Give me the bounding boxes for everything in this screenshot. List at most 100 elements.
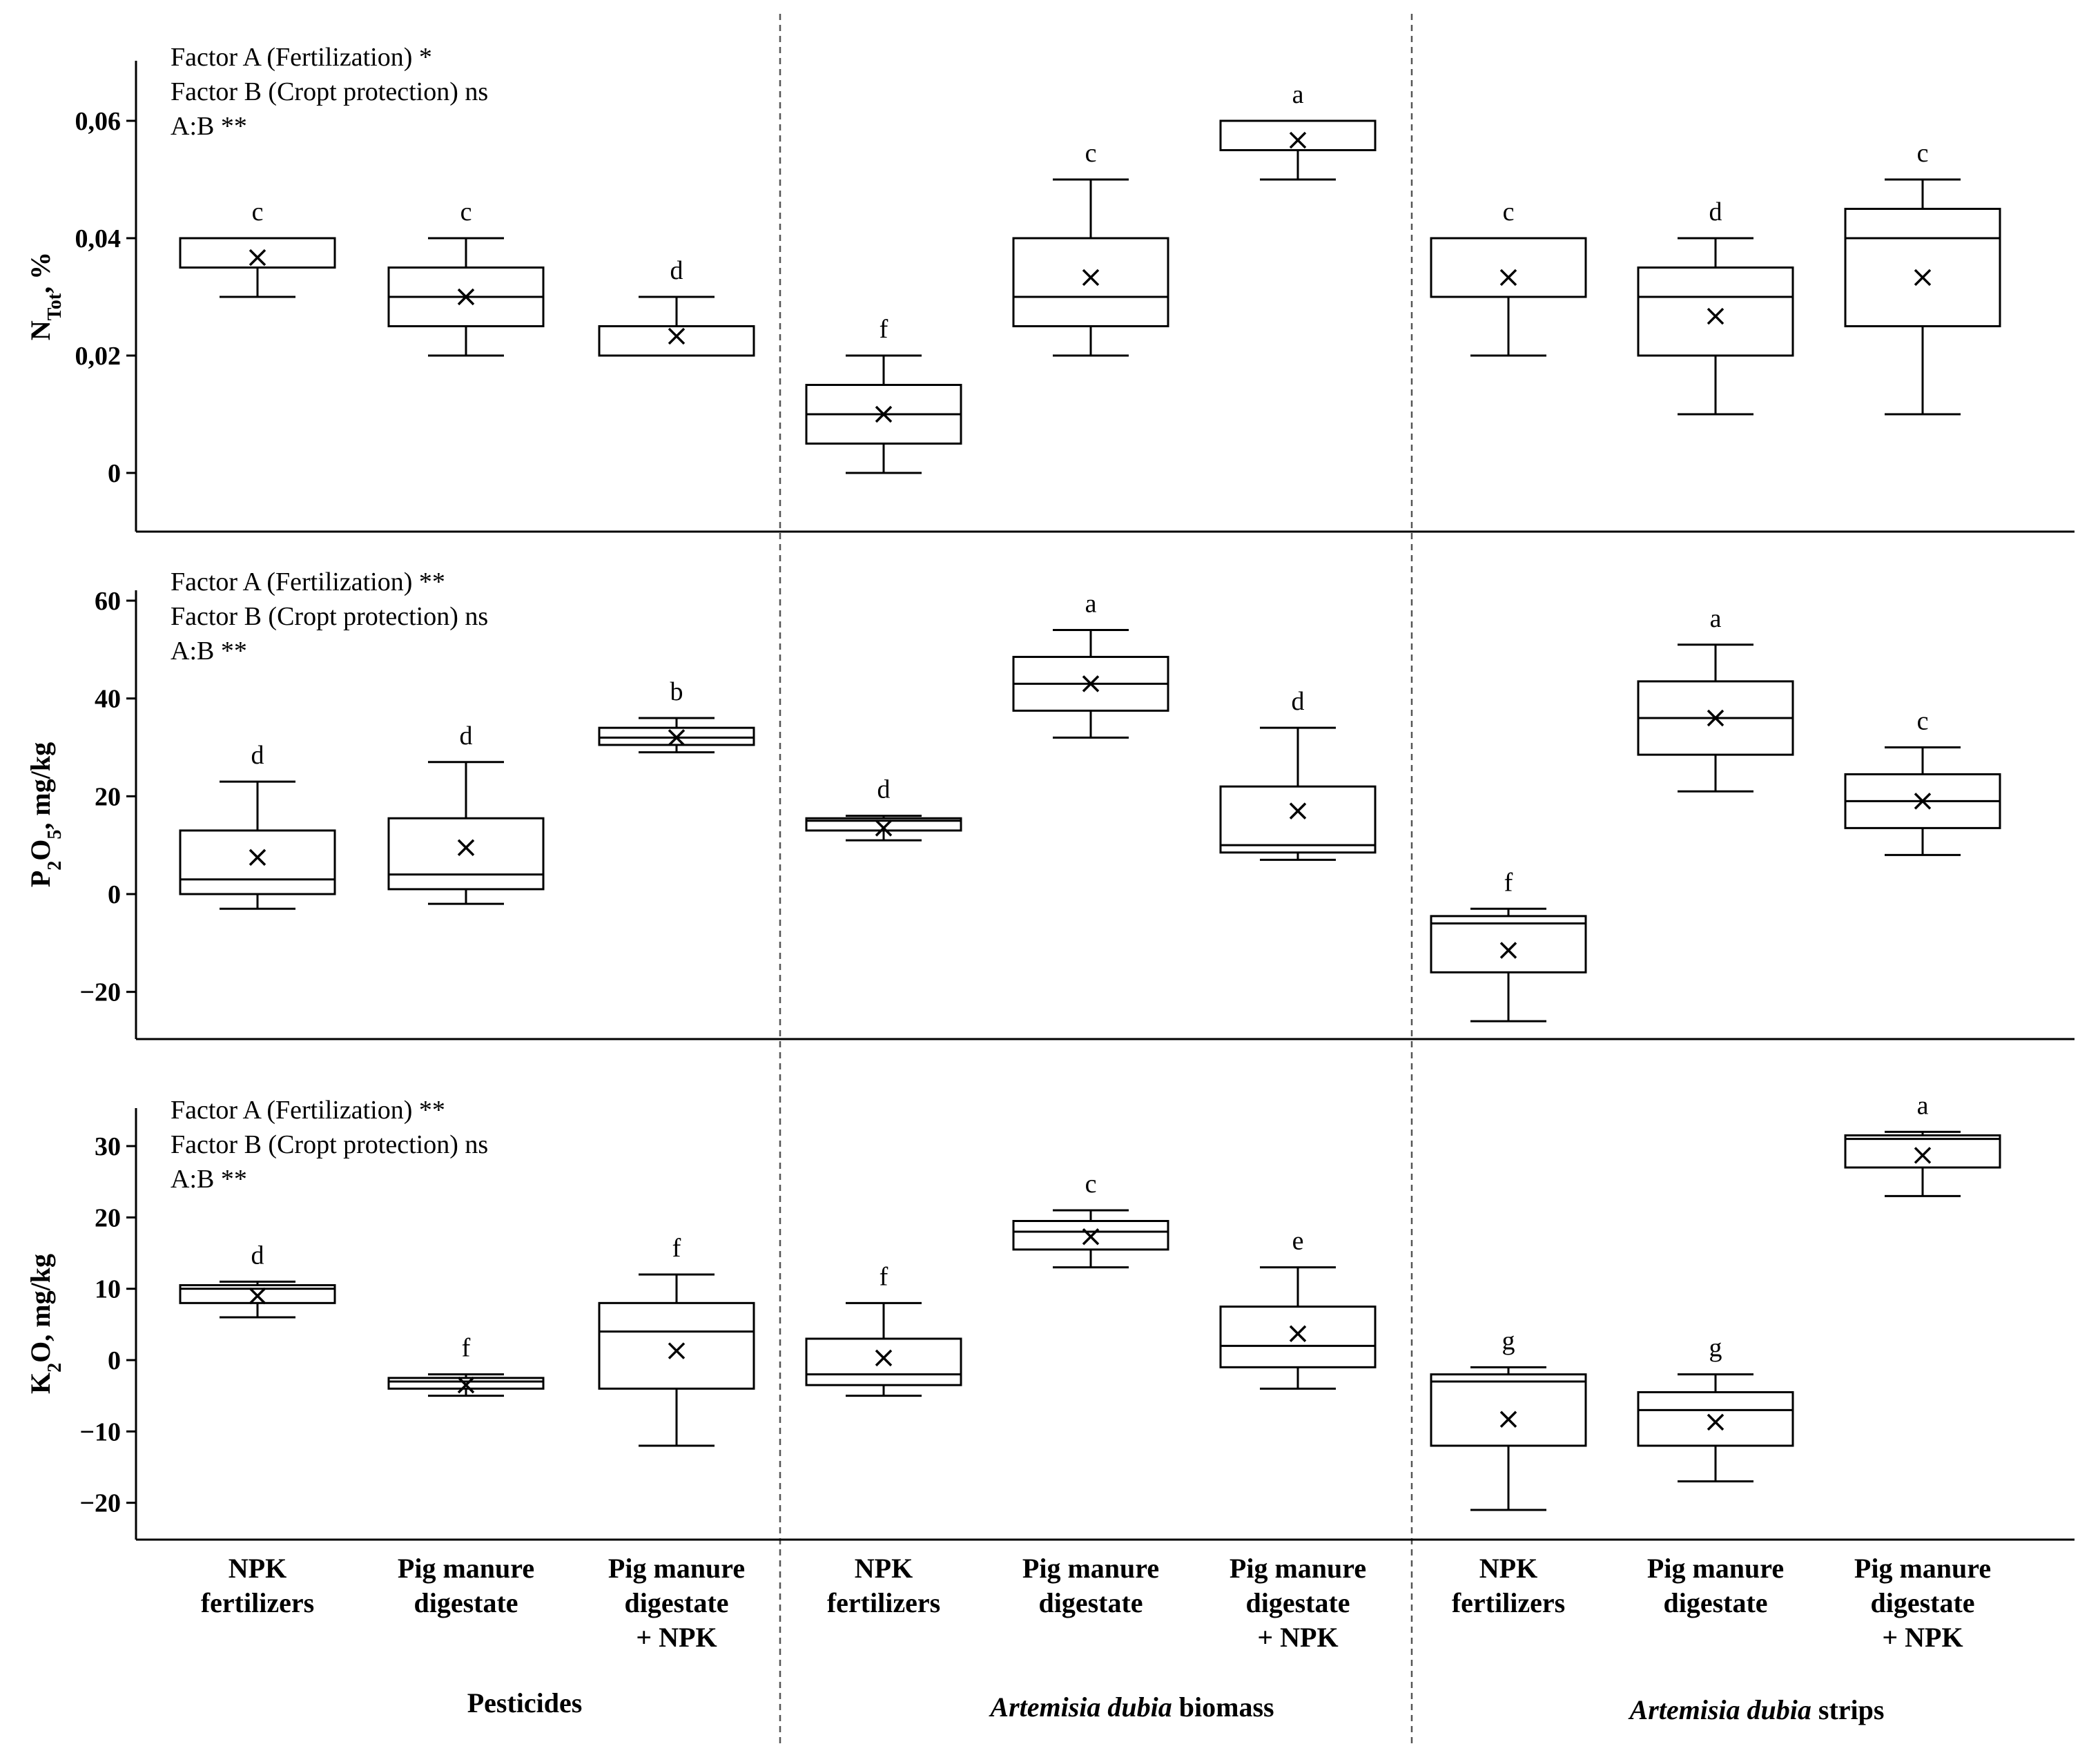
mean-marker — [1082, 269, 1100, 287]
mean-marker — [875, 1349, 893, 1367]
iqr-box — [1219, 119, 1377, 151]
significance-letter: f — [880, 1262, 888, 1291]
mean-marker — [1499, 269, 1517, 287]
x-category-label: + NPK — [636, 1622, 717, 1653]
significance-letter: c — [1503, 197, 1515, 226]
y-tick-label: 0 — [108, 1346, 121, 1375]
x-category-label: fertilizers — [201, 1587, 314, 1618]
y-tick-label: 40 — [95, 685, 121, 714]
box-4: f — [805, 315, 962, 474]
significance-letter: b — [670, 677, 683, 706]
box-2: c — [387, 197, 545, 357]
box-8: a — [1637, 604, 1794, 793]
box-4: f — [805, 1262, 962, 1397]
x-category-label: Pig manure — [1022, 1553, 1159, 1584]
x-category-label: + NPK — [1882, 1622, 1963, 1653]
box-9: c — [1844, 139, 2001, 416]
mean-marker — [1499, 942, 1517, 959]
box-3: b — [598, 677, 755, 754]
x-category-label: Pig manure — [608, 1553, 745, 1584]
x-category-label: digestate — [1870, 1587, 1974, 1618]
x-category-label: digestate — [414, 1587, 518, 1618]
box-7: c — [1430, 197, 1587, 357]
iqr-box — [387, 1377, 545, 1390]
significance-letter: d — [251, 1241, 264, 1270]
group-label-3: Artemisia dubia strips — [1628, 1694, 1885, 1725]
significance-note: Factor A (Fertilization) ** — [171, 568, 445, 597]
mean-marker — [1707, 307, 1724, 325]
y-tick-label: −10 — [79, 1417, 121, 1446]
box-5: c — [1012, 139, 1169, 357]
iqr-box — [805, 1337, 962, 1386]
iqr-box — [1430, 237, 1587, 298]
x-category-label: Pig manure — [1230, 1553, 1366, 1584]
iqr-box — [1219, 1306, 1377, 1368]
x-category-label: Pig manure — [1647, 1553, 1784, 1584]
significance-letter: c — [1917, 139, 1929, 168]
y-tick-label: 30 — [95, 1132, 121, 1161]
iqr-box — [1012, 1220, 1169, 1251]
box-5: c — [1012, 1170, 1169, 1269]
mean-marker — [249, 249, 266, 266]
significance-note: A:B ** — [171, 112, 247, 141]
significance-letter: d — [1709, 197, 1722, 226]
mean-marker — [1707, 709, 1724, 727]
x-category-label: NPK — [855, 1553, 913, 1584]
significance-letter: f — [880, 315, 888, 344]
significance-note: Factor B (Cropt protection) ns — [171, 602, 488, 631]
box-7: f — [1430, 868, 1587, 1022]
mean-marker — [249, 849, 266, 866]
mean-marker — [668, 729, 686, 746]
significance-letter: c — [252, 197, 264, 226]
significance-letter: d — [251, 741, 264, 770]
significance-letter: c — [1917, 707, 1929, 736]
mean-marker — [1082, 1228, 1100, 1246]
significance-letter: c — [460, 197, 472, 226]
significance-letter: g — [1709, 1334, 1722, 1363]
x-category-label: fertilizers — [827, 1587, 940, 1618]
box-8: g — [1637, 1334, 1794, 1483]
box-6: a — [1219, 80, 1377, 181]
x-category-label: NPK — [1479, 1553, 1537, 1584]
group-label-1: Pesticides — [467, 1687, 583, 1718]
significance-note: A:B ** — [171, 637, 247, 666]
mean-marker — [1499, 1411, 1517, 1428]
y-tick-label: 20 — [95, 1203, 121, 1232]
significance-note: Factor B (Cropt protection) ns — [171, 1130, 488, 1159]
y-axis-label: P2O5, mg/kg — [25, 742, 66, 887]
significance-letter: e — [1292, 1227, 1304, 1256]
iqr-box — [1430, 1373, 1587, 1447]
y-tick-label: −20 — [79, 978, 121, 1007]
mean-marker — [457, 288, 475, 306]
iqr-box — [1637, 266, 1794, 357]
iqr-box — [1012, 237, 1169, 327]
iqr-box — [1844, 208, 2001, 327]
x-category-label: fertilizers — [1452, 1587, 1565, 1618]
box-2: d — [387, 721, 545, 905]
mean-marker — [1082, 675, 1100, 692]
box-3: f — [598, 1234, 755, 1447]
significance-note: Factor A (Fertilization) * — [171, 43, 432, 72]
x-category-label: Pig manure — [398, 1553, 534, 1584]
y-tick-label: 0 — [108, 459, 121, 488]
box-4: d — [805, 775, 962, 842]
y-tick-label: −20 — [79, 1489, 121, 1518]
iqr-box — [387, 817, 545, 891]
x-category-label: digestate — [1245, 1587, 1350, 1618]
mean-marker — [1914, 1147, 1932, 1164]
significance-note: A:B ** — [171, 1165, 247, 1194]
mean-marker — [668, 327, 686, 345]
significance-letter: f — [1504, 868, 1513, 897]
significance-note: Factor A (Fertilization) ** — [171, 1096, 445, 1125]
mean-marker — [457, 1376, 475, 1394]
box-5: a — [1012, 590, 1169, 739]
mean-marker — [668, 1342, 686, 1359]
x-category-label: digestate — [1038, 1587, 1143, 1618]
mean-marker — [1289, 1325, 1307, 1343]
mean-marker — [1289, 131, 1307, 149]
significance-letter: a — [1085, 590, 1097, 619]
